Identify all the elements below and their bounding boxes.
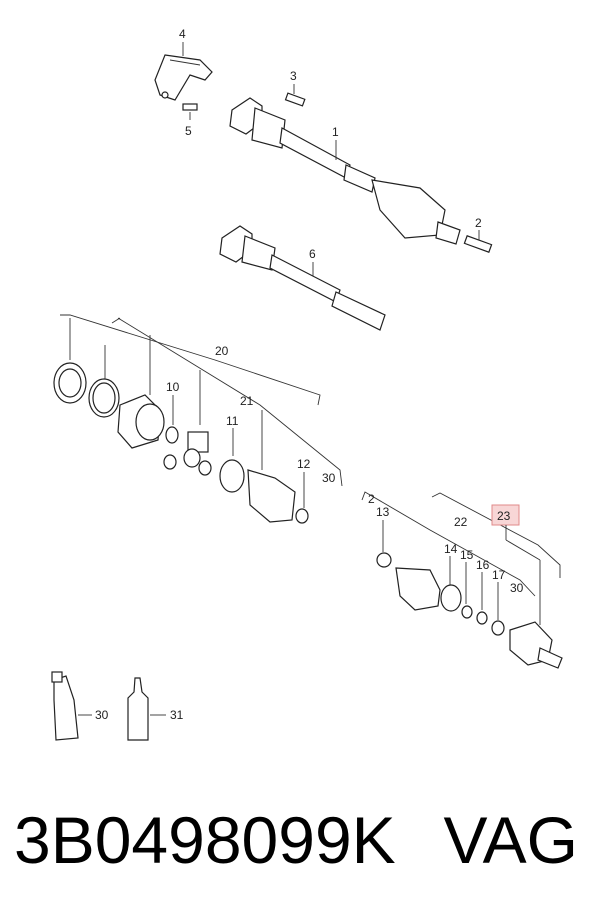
spacer-16 — [476, 611, 488, 625]
callout-3: 3 — [290, 69, 297, 83]
callout-20: 20 — [215, 344, 229, 358]
part-number: 3B0498099K — [14, 803, 396, 877]
washer-15 — [461, 605, 473, 619]
tripod-spider — [183, 431, 209, 468]
callout-21: 21 — [240, 394, 254, 408]
bolt-2 — [463, 235, 493, 253]
bolt-3 — [284, 92, 306, 107]
callout-4: 4 — [179, 27, 186, 41]
drive-shaft-inner — [219, 225, 386, 331]
callout-22: 22 — [454, 515, 468, 529]
circlip-10 — [165, 426, 179, 444]
callout-23-highlight — [491, 504, 520, 526]
callout-31: 31 — [170, 708, 184, 722]
callout-15: 15 — [460, 548, 474, 562]
circlip-17 — [491, 620, 505, 636]
callout-16: 16 — [476, 558, 490, 572]
grease-tube — [51, 671, 79, 741]
callout-30-lower: 30 — [510, 581, 524, 595]
outer-cv-joint — [509, 621, 563, 669]
callout-30-upper: 30 — [322, 471, 336, 485]
footer: 3B0498099K VAG — [0, 790, 600, 910]
drive-shaft-complete — [229, 97, 461, 245]
hose-clamp-12 — [295, 508, 309, 524]
hose-clamp-13 — [376, 552, 392, 568]
hose-clamp-14 — [440, 584, 462, 612]
cv-joint-housing — [117, 394, 165, 449]
callout-14: 14 — [444, 542, 458, 556]
callout-2-lower: 2 — [368, 492, 375, 506]
group-bracket-22 — [431, 492, 561, 578]
boot-inner — [395, 567, 441, 611]
heat-shield-bracket — [154, 54, 213, 101]
brand-name: VAG — [443, 803, 578, 877]
callout-13: 13 — [376, 505, 390, 519]
callout-1: 1 — [332, 125, 339, 139]
sealant-bottle — [127, 677, 149, 741]
callout-10: 10 — [166, 380, 180, 394]
hose-clamp-11 — [219, 459, 245, 493]
group-bracket-lower — [361, 491, 536, 597]
group-bracket-20 — [60, 314, 321, 406]
callout-17: 17 — [492, 568, 506, 582]
bracket-bolt — [182, 103, 198, 120]
exploded-parts-diagram: 4 5 3 1 2 6 20 21 — [51, 27, 563, 741]
callout-12: 12 — [297, 457, 311, 471]
callout-5: 5 — [185, 124, 192, 138]
group-bracket-21 — [117, 317, 343, 487]
callout-6: 6 — [309, 247, 316, 261]
callout-23: 23 — [497, 509, 511, 523]
callout-11: 11 — [226, 414, 239, 428]
callout-2: 2 — [475, 216, 482, 230]
callout-30-grease: 30 — [95, 708, 109, 722]
boot-outer — [247, 469, 296, 523]
